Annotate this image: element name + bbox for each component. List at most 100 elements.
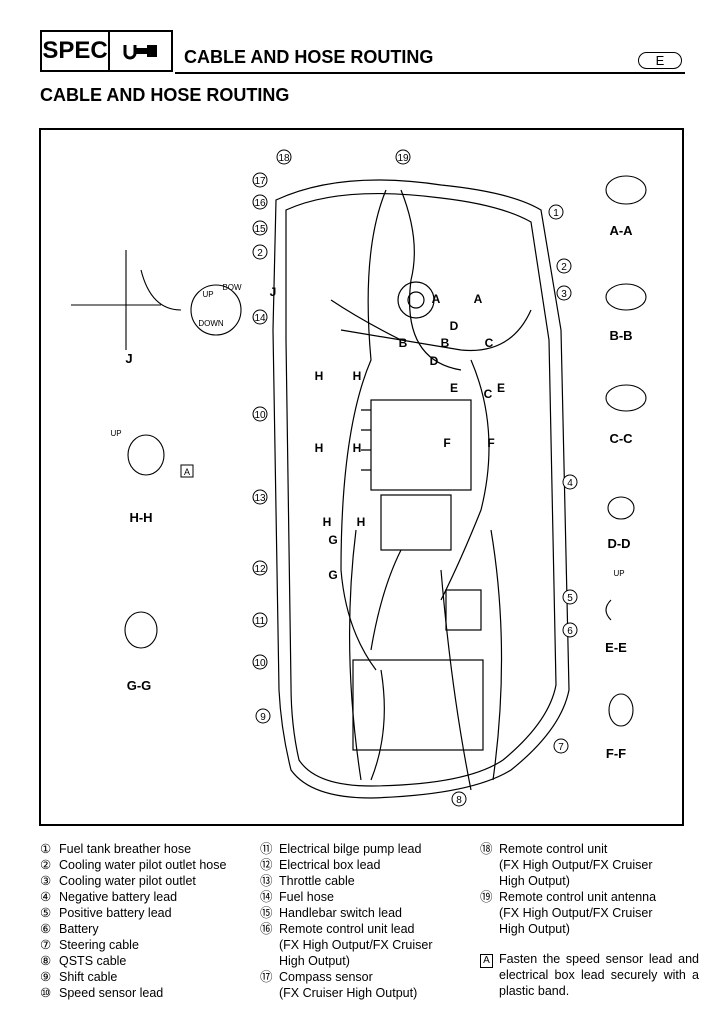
svg-text:9: 9 (260, 712, 266, 723)
svg-text:12: 12 (254, 564, 266, 575)
svg-text:H: H (323, 515, 332, 529)
legend-number: ⑩ (40, 986, 52, 1000)
svg-text:D: D (450, 319, 459, 333)
legend-item-line: High Output) (480, 873, 699, 889)
legend-note: A Fasten the speed sensor lead and elect… (480, 951, 699, 999)
legend-text: Remote control unit lead (279, 922, 415, 936)
legend-indent (260, 953, 279, 969)
legend-item-line: (FX Cruiser High Output) (260, 985, 433, 1001)
svg-text:H: H (315, 441, 324, 455)
legend-number: ③ (40, 874, 52, 888)
legend-text: Shift cable (59, 970, 118, 984)
svg-text:2: 2 (561, 262, 567, 273)
legend-text: Throttle cable (279, 874, 355, 888)
legend-number: ⑤ (40, 906, 52, 920)
svg-text:A: A (432, 292, 441, 306)
svg-text:16: 16 (254, 198, 266, 209)
svg-text:5: 5 (567, 593, 573, 604)
svg-text:10: 10 (254, 658, 266, 669)
tool-wrench-icon (110, 30, 173, 72)
svg-text:C: C (484, 387, 493, 401)
callout-13: 13 (252, 489, 268, 505)
svg-text:10: 10 (254, 410, 266, 421)
callout-10b: 10 (252, 654, 268, 670)
language-badge: E (638, 52, 682, 69)
svg-text:D: D (430, 354, 439, 368)
svg-text:13: 13 (254, 493, 266, 504)
callout-4: 4 (562, 474, 578, 490)
legend-indent (480, 857, 499, 873)
svg-text:17: 17 (254, 176, 266, 187)
callout-8: 8 (451, 791, 467, 807)
svg-text:H: H (315, 369, 324, 383)
view-label-g-g: G-G (127, 678, 152, 693)
legend-item-line: (FX High Output/FX Cruiser (480, 857, 699, 873)
legend-text: High Output) (499, 874, 570, 888)
legend-text: High Output) (279, 954, 350, 968)
svg-text:14: 14 (254, 313, 266, 324)
legend-text: Compass sensor (279, 970, 373, 984)
svg-text:7: 7 (558, 742, 564, 753)
legend-number: ⑲ (480, 890, 493, 904)
svg-text:B: B (441, 336, 450, 350)
svg-text:8: 8 (456, 795, 462, 806)
svg-text:1: 1 (553, 208, 559, 219)
callout-2b: 2 (556, 258, 572, 274)
legend-number: ⑮ (260, 906, 273, 920)
legend-text: Positive battery lead (59, 906, 172, 920)
callout-16: 16 (252, 194, 268, 210)
callout-5: 5 (562, 589, 578, 605)
svg-text:A: A (474, 292, 483, 306)
view-label-d-d: D-D (607, 536, 630, 551)
callout-14: 14 (252, 309, 268, 325)
callout-11: 11 (252, 612, 268, 628)
legend-item: ② Cooling water pilot outlet hose (40, 857, 226, 873)
legend-item-line: High Output) (260, 953, 433, 969)
svg-text:19: 19 (397, 153, 409, 164)
legend-item-line: ⑮ Handlebar switch lead (260, 905, 433, 921)
legend-item-line: (FX High Output/FX Cruiser (480, 905, 699, 921)
view-label-f-f: F-F (606, 746, 626, 761)
legend-text: (FX High Output/FX Cruiser (499, 858, 653, 872)
header-divider (175, 72, 685, 74)
legend-indent (480, 905, 499, 921)
legend-number: ⑪ (260, 842, 273, 856)
svg-text:15: 15 (254, 224, 266, 235)
callout-18: 18 (276, 149, 292, 165)
legend-item-line: (FX High Output/FX Cruiser (260, 937, 433, 953)
note-marker: A (480, 954, 493, 968)
svg-text:2: 2 (257, 248, 263, 259)
legend-text: Electrical box lead (279, 858, 381, 872)
view-label-j: J (125, 351, 132, 366)
svg-text:G: G (328, 568, 337, 582)
svg-text:J: J (270, 285, 277, 299)
svg-text:6: 6 (567, 626, 573, 637)
spec-label: SPEC (40, 30, 110, 72)
legend-item: ⑤ Positive battery lead (40, 905, 226, 921)
legend-text: (FX High Output/FX Cruiser (279, 938, 433, 952)
legend-text: Cooling water pilot outlet hose (59, 858, 227, 872)
svg-text:DOWN: DOWN (198, 319, 224, 328)
callout-3: 3 (556, 285, 572, 301)
svg-text:UP: UP (202, 290, 213, 299)
legend-text: High Output) (499, 922, 570, 936)
legend-text: Handlebar switch lead (279, 906, 402, 920)
legend-number: ② (40, 858, 52, 872)
legend-number: ⑥ (40, 922, 52, 936)
legend-text: Negative battery lead (59, 890, 178, 904)
svg-text:B: B (399, 336, 408, 350)
legend-number: ⑭ (260, 890, 273, 904)
svg-text:H: H (353, 441, 362, 455)
